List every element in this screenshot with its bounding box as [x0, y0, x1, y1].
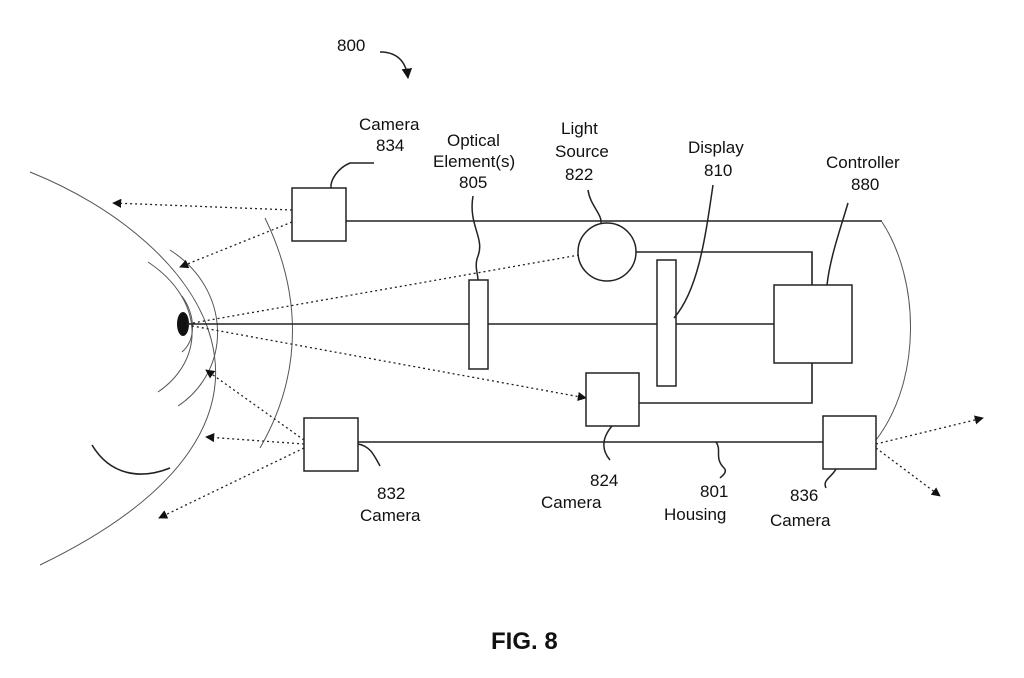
ray-camera834-eye: [179, 221, 293, 269]
ray-light-to-eye: [186, 254, 580, 325]
ray-camera832-left: [205, 433, 305, 445]
eye-arc-2: [169, 249, 219, 407]
ray-camera836-up: [875, 415, 984, 445]
camera-832-box: [303, 417, 359, 472]
ray-camera836-down: [875, 447, 941, 497]
label-camera-836: 836 Camera: [770, 486, 831, 530]
optical-element-box: [468, 279, 489, 370]
leader-832: [357, 443, 381, 467]
label-light-source-822: Light Source 822: [555, 119, 614, 184]
label-controller-880: Controller 880: [826, 153, 904, 194]
camera-836-box: [822, 415, 877, 470]
label-housing-801: 801 Housing: [664, 482, 733, 524]
ray-camera832-down: [158, 447, 305, 519]
label-camera-834: Camera 834: [359, 115, 424, 155]
cheek-arc: [91, 444, 171, 475]
leader-822: [587, 189, 602, 224]
leader-810: [673, 184, 714, 319]
housing-inner-arc: [259, 217, 293, 449]
ray-camera832-up: [205, 369, 305, 441]
ray-camera834-up: [112, 198, 293, 211]
label-camera-824: 824 Camera: [541, 471, 623, 512]
leader-834: [330, 162, 374, 189]
leader-801: [715, 441, 727, 479]
label-optical-element-805: Optical Element(s) 805: [433, 131, 520, 192]
controller-box: [773, 284, 853, 364]
light-source-circle: [577, 222, 637, 282]
ray-eye-to-camera824: [186, 324, 587, 402]
display-box: [656, 259, 677, 387]
figure-caption: FIG. 8: [491, 628, 558, 655]
eye-arc-3: [181, 295, 193, 353]
camera-824-box: [585, 372, 640, 427]
leader-836: [824, 468, 837, 489]
camera-824-wire: [639, 363, 813, 404]
camera-834-box: [291, 187, 347, 242]
housing-end-arc: [875, 221, 911, 441]
leader-805: [471, 195, 481, 281]
leader-824: [603, 425, 613, 461]
label-display-810: Display 810: [688, 138, 748, 180]
leader-880: [826, 202, 849, 286]
head-arc-outer: [29, 171, 217, 566]
eye-pupil: [177, 312, 189, 336]
label-camera-832: 832 Camera: [360, 484, 421, 525]
figure-ref-arrow: [379, 51, 413, 80]
figure-ref-number: 800: [337, 36, 365, 55]
light-source-wire: [636, 251, 813, 285]
